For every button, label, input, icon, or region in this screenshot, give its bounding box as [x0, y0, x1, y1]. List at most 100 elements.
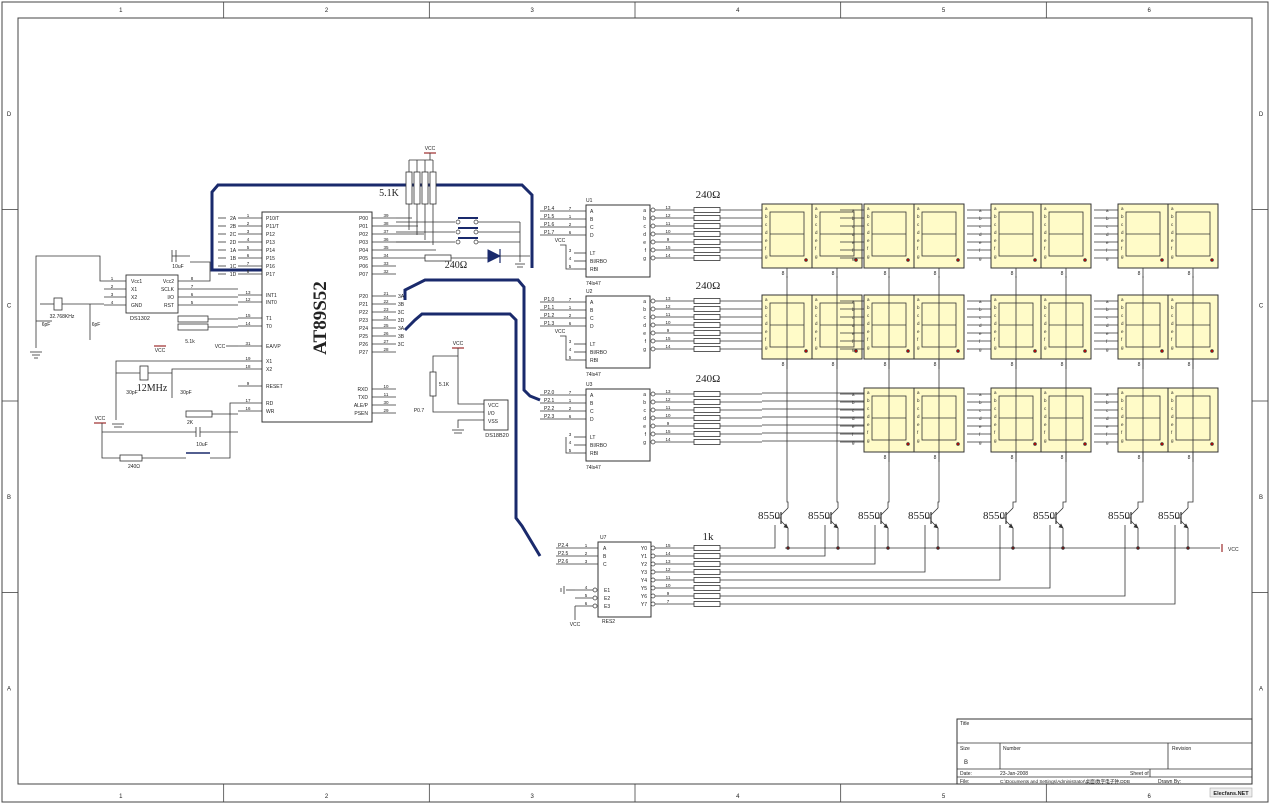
seven-seg-common-label: 8 [1061, 362, 1064, 368]
seven-seg-pin-letter: f [1171, 337, 1173, 342]
decoder-pin-num: 5 [569, 355, 572, 360]
seven-seg-pin-letter: a [867, 390, 870, 395]
u7-en-bubble [592, 587, 598, 593]
seven-seg-pin-letter: g [917, 438, 920, 443]
mcu-pin-name: P03 [359, 240, 368, 246]
mcu-pin-num: 16 [245, 406, 251, 411]
seven-seg-common-label: 8 [884, 362, 887, 368]
segment-resistor [693, 223, 721, 229]
digit-base-wire [720, 525, 926, 573]
segment-resistor [693, 423, 721, 429]
seven-seg-pin-letter: b [815, 305, 818, 310]
seven-seg-pin-letter: d [867, 230, 870, 235]
u7-body [597, 541, 652, 618]
number-label: Number [1003, 746, 1021, 752]
u7-pin-name: E1 [604, 588, 610, 594]
seven-seg-dp [1210, 258, 1214, 262]
digit-resistor [693, 553, 721, 559]
decoder-pin-name: C [590, 225, 594, 231]
digit-base-wire [720, 525, 826, 557]
switch-contact [473, 219, 479, 225]
seg-bus-letter: b [852, 307, 855, 312]
decoder-pin-num: 2 [569, 222, 572, 227]
seg-bus-letter: b [852, 400, 855, 405]
transistor-label: 8550 [858, 510, 881, 522]
seven-seg-pin-letter: d [917, 414, 920, 419]
ds18b20-res-label: 5.1K [439, 382, 450, 388]
watermark-label: Elecfans.NET [1213, 791, 1249, 797]
mcu-net-label: 1C [230, 264, 237, 270]
decoder-pin-name: A [590, 300, 594, 306]
pullup-label: 5.1k [185, 339, 195, 345]
decoder-pin-name: e [643, 240, 646, 246]
seven-seg-pin-letter: c [994, 222, 997, 227]
seven-seg-pin-letter: d [867, 321, 870, 326]
segment-resistor [693, 391, 721, 397]
seven-seg-pin-letter: a [867, 297, 870, 302]
segment-resistor [693, 330, 721, 336]
seg-bus-letter: c [852, 315, 855, 320]
decoder-pin-num: 5 [569, 448, 572, 453]
seven-seg-pin-letter: g [815, 345, 818, 350]
decoder-pin-name: e [643, 424, 646, 430]
digit-resistor [693, 569, 721, 575]
ds18b20-wire [432, 396, 484, 413]
seven-seg-pin-letter: c [765, 313, 768, 318]
seven-seg-dp [956, 258, 960, 262]
u7-out-bubble [650, 601, 656, 607]
seven-seg-pin-letter: a [917, 297, 920, 302]
seven-seg-pin-letter: f [1121, 337, 1123, 342]
seg-bus-letter: b [979, 216, 982, 221]
transistor-collector [830, 507, 839, 516]
decoder-pin-num: 10 [665, 229, 671, 234]
u7-ref-label: U7 [600, 535, 607, 541]
decoder-out-bubble [650, 231, 656, 237]
mcu-pin-num: 13 [245, 290, 251, 295]
seg-bus-letter: g [1106, 347, 1109, 352]
seven-seg-dp [1083, 442, 1087, 446]
decoder-part-label: 74ls47 [586, 372, 601, 378]
col-label-top: 4 [736, 8, 740, 14]
mcu-pin-num: 4 [247, 237, 250, 242]
row-label-left: B [7, 495, 11, 501]
pullup-resistor [177, 323, 209, 331]
pullup-resistor [177, 315, 209, 323]
seg-bus-letter: c [979, 224, 982, 229]
seven-segment-displays: abcdefg8abcdefg8abcdefg8abcdefg8abcdefg8… [761, 203, 1219, 462]
decoder-pin-num: 5 [569, 264, 572, 269]
seven-seg-pin-letter: b [917, 305, 920, 310]
col-label-bottom: 6 [1147, 794, 1151, 800]
decoder-pin-name: LT [590, 435, 595, 441]
mcu-pin-num: 25 [383, 323, 389, 328]
seven-seg-pin-letter: c [1171, 222, 1174, 227]
u7-pin-name: B [603, 554, 607, 560]
row-label-right: A [1259, 686, 1263, 692]
decoder-part-label: 74ls47 [586, 465, 601, 471]
seven-seg-pin-letter: g [994, 438, 997, 443]
decoder-vcc-label: VCC [555, 238, 566, 244]
transistor-collector [1055, 507, 1064, 516]
mcu-net-label: 3C [398, 342, 405, 348]
seven-seg-pin-letter: e [917, 329, 920, 334]
mcu-net-label: 3C [398, 310, 405, 316]
u7-out-bubble [650, 561, 656, 567]
mcu-pin-num: 14 [245, 321, 251, 326]
seven-seg-pin-letter: b [867, 214, 870, 219]
seg-bus-letter: b [1106, 216, 1109, 221]
seven-seg-common-label: 8 [1011, 455, 1014, 461]
decoder-pin-num: 14 [665, 437, 671, 442]
u7-pin-name: A [603, 546, 607, 552]
digit-resistor [693, 585, 721, 591]
segment-resistor [693, 207, 721, 213]
mcu-pin-num: 30 [383, 400, 389, 405]
seven-seg-pin-letter: d [1121, 414, 1124, 419]
col-label-top: 2 [325, 8, 329, 14]
decoder-pin-num: 1 [569, 214, 572, 219]
seven-seg-pin-letter: d [1171, 414, 1174, 419]
mcu-pin-num: 3 [247, 229, 250, 234]
seven-seg-common-label: 8 [1011, 271, 1014, 277]
mcu-pin-name: P22 [359, 310, 368, 316]
seven-seg-pin-letter: e [815, 238, 818, 243]
seg-bus-letter: c [852, 224, 855, 229]
mcu-pin-num: 32 [383, 269, 389, 274]
